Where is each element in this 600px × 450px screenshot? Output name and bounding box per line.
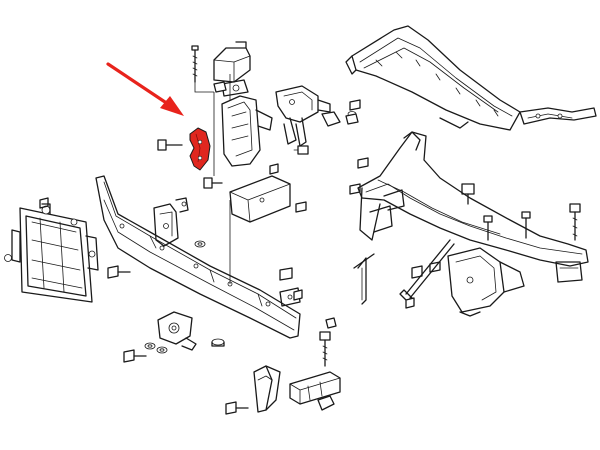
support-rod xyxy=(399,239,455,305)
bolt xyxy=(461,183,475,205)
washer xyxy=(156,346,168,354)
bolt xyxy=(107,265,131,279)
bolt xyxy=(123,349,147,363)
nut xyxy=(325,317,337,329)
bumper-beam xyxy=(95,175,301,339)
upper-mount-bracket xyxy=(275,85,341,147)
washer xyxy=(194,240,206,248)
left-radiator-frame xyxy=(4,203,99,303)
bolt xyxy=(429,261,441,273)
bolt xyxy=(295,201,307,213)
small-block xyxy=(317,395,335,411)
upper-cross-member xyxy=(345,25,597,131)
bolt xyxy=(39,197,49,209)
nut xyxy=(405,297,415,309)
bolt xyxy=(569,203,581,241)
washer xyxy=(144,342,156,350)
bolt xyxy=(269,163,279,175)
bolt xyxy=(157,139,183,151)
red-arrow-icon xyxy=(106,62,184,116)
center-vertical-support xyxy=(191,41,291,284)
bolt xyxy=(293,145,309,155)
bolt xyxy=(357,157,369,169)
hose xyxy=(353,253,375,305)
right-lower-frame xyxy=(357,131,589,317)
fasteners xyxy=(39,81,581,415)
bolt xyxy=(203,177,223,189)
nut xyxy=(213,81,227,93)
bumper-bracket xyxy=(153,197,189,247)
bolt xyxy=(349,99,361,111)
small-plate xyxy=(279,287,301,307)
bracket-icon xyxy=(189,127,211,171)
lower-bracket xyxy=(157,311,197,351)
bolt xyxy=(349,183,361,195)
bolt xyxy=(411,265,423,279)
bolt xyxy=(279,267,293,281)
lower-support-bracket xyxy=(253,365,281,413)
bolt xyxy=(483,215,493,241)
nut xyxy=(345,113,359,125)
crash-box xyxy=(289,371,341,405)
grommet xyxy=(211,338,225,347)
bolt xyxy=(521,211,531,239)
bolt xyxy=(319,331,331,367)
nut xyxy=(293,289,303,301)
bolt xyxy=(225,401,249,415)
